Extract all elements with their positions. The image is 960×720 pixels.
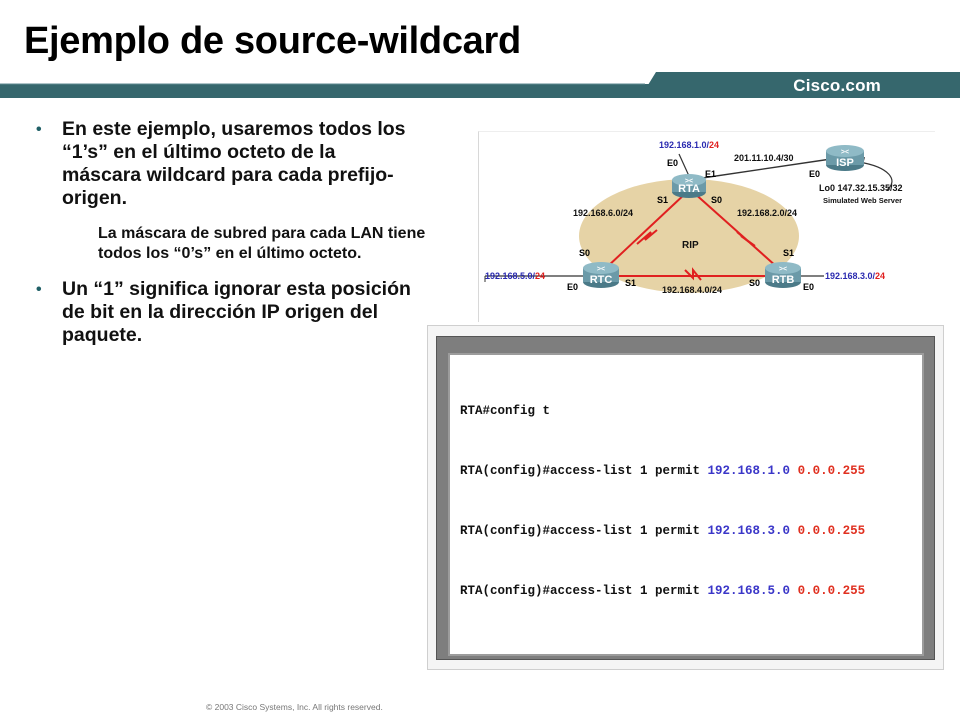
terminal-line: RTA(config)#access-list 1 permit 192.168… — [460, 581, 865, 601]
brand-logo-text: Cisco.com — [793, 76, 881, 95]
if-isp-e0: E0 — [809, 169, 820, 179]
svg-text:><: >< — [779, 266, 787, 273]
isp-loopback-label: Lo0 147.32.15.35/32 — [819, 183, 903, 193]
if-rta-e0: E0 — [667, 158, 678, 168]
cmd-prefix: RTA(config)#access-list 1 permit — [460, 584, 708, 598]
bullet-item: • En este ejemplo, usaremos todos los “1… — [36, 118, 416, 210]
cmd-wildcard: 0.0.0.255 — [797, 464, 866, 478]
svg-text:><: >< — [841, 149, 849, 156]
protocol-label: RIP — [682, 240, 699, 251]
serial-symbol — [636, 229, 658, 245]
bullet-text: En este ejemplo, usaremos todos los “1’s… — [62, 118, 406, 209]
svg-text:><: >< — [685, 178, 693, 185]
cmd-prefix: RTA(config)#access-list 1 permit — [460, 464, 708, 478]
terminal-window: RTA#config t RTA(config)#access-list 1 p… — [427, 325, 944, 670]
link-label-rta-isp: 201.11.10.4/30 — [734, 153, 794, 163]
net-prefix: 192.168.3.0/ — [825, 271, 876, 281]
net-len: 24 — [535, 271, 545, 281]
link-label-rtc-rtb: 192.168.4.0/24 — [662, 285, 722, 295]
copyright-footer: © 2003 Cisco Systems, Inc. All rights re… — [206, 702, 383, 712]
router-label-rtb: RTB — [772, 274, 795, 286]
terminal-line: RTA(config)#access-list 1 permit 192.168… — [460, 461, 865, 481]
cmd-prefix: RTA(config)#access-list 1 permit — [460, 524, 708, 538]
cmd-ip: 192.168.5.0 — [707, 584, 791, 598]
terminal-lines: RTA#config t RTA(config)#access-list 1 p… — [460, 361, 865, 641]
net-prefix: 192.168.5.0/ — [485, 271, 536, 281]
if-rtb-s0: S0 — [749, 278, 760, 288]
terminal-line: RTA#config t — [460, 404, 551, 418]
rip-area — [579, 179, 799, 293]
network-diagram: >< RTA >< RTC >< RTB >< ISP 192.168.1.0/… — [478, 131, 935, 322]
link-rta-isp — [688, 158, 832, 181]
cmd-ip: 192.168.1.0 — [707, 464, 791, 478]
link-label-rta-rtc: 192.168.6.0/24 — [573, 208, 633, 218]
header-band — [0, 72, 960, 98]
cmd-wildcard: 0.0.0.255 — [797, 584, 866, 598]
slide-content: • En este ejemplo, usaremos todos los “1… — [36, 118, 425, 353]
router-rtb-icon: >< — [765, 262, 801, 288]
router-isp-icon: >< — [826, 145, 864, 171]
if-rtc-s1: S1 — [625, 278, 636, 288]
isp-server-label: Simulated Web Server — [823, 196, 902, 205]
net-prefix: 192.168.1.0/ — [659, 140, 710, 150]
link-label-rta-rtb: 192.168.2.0/24 — [737, 208, 797, 218]
sub-paragraph: La máscara de subred para cada LAN tiene… — [98, 225, 426, 262]
if-rtc-e0: E0 — [567, 282, 578, 292]
if-rta-e1: E1 — [705, 169, 716, 179]
if-rta-s1: S1 — [657, 195, 668, 205]
if-rtc-s0: S0 — [579, 248, 590, 258]
isp-loopback-arrow — [858, 161, 893, 191]
bullet-text: Un “1” significa ignorar esta posición d… — [62, 278, 411, 346]
terminal-output: RTA#config t RTA(config)#access-list 1 p… — [448, 353, 924, 656]
link-rta-rtb — [692, 191, 778, 268]
net-label-rta-lan: 192.168.1.0/24 — [659, 140, 719, 150]
serial-symbol — [736, 231, 756, 247]
bullet-item: • Un “1” significa ignorar esta posición… — [36, 278, 416, 347]
if-rtb-s1: S1 — [783, 248, 794, 258]
net-len: 24 — [709, 140, 719, 150]
serial-symbol — [684, 267, 702, 281]
svg-text:><: >< — [597, 266, 605, 273]
net-len: 24 — [875, 271, 885, 281]
if-rtb-e0: E0 — [803, 282, 814, 292]
router-rta-icon: >< — [672, 174, 706, 198]
bullet-dot-icon: • — [36, 281, 42, 298]
if-rta-s0: S0 — [711, 195, 722, 205]
lan-rta — [678, 153, 690, 177]
router-rtc-icon: >< — [583, 262, 619, 288]
net-label-rtb-lan: 192.168.3.0/24 — [825, 271, 885, 281]
net-label-rtc-lan: 192.168.5.0/24 — [485, 271, 545, 281]
router-label-isp: ISP — [836, 157, 854, 169]
page-title: Ejemplo de source-wildcard — [24, 20, 521, 62]
terminal-line: RTA(config)#access-list 1 permit 192.168… — [460, 521, 865, 541]
router-label-rtc: RTC — [590, 274, 613, 286]
router-label-rta: RTA — [678, 183, 700, 195]
cmd-ip: 192.168.3.0 — [707, 524, 791, 538]
cmd-wildcard: 0.0.0.255 — [797, 524, 866, 538]
link-rta-rtc — [606, 191, 688, 268]
bullet-dot-icon: • — [36, 121, 42, 138]
